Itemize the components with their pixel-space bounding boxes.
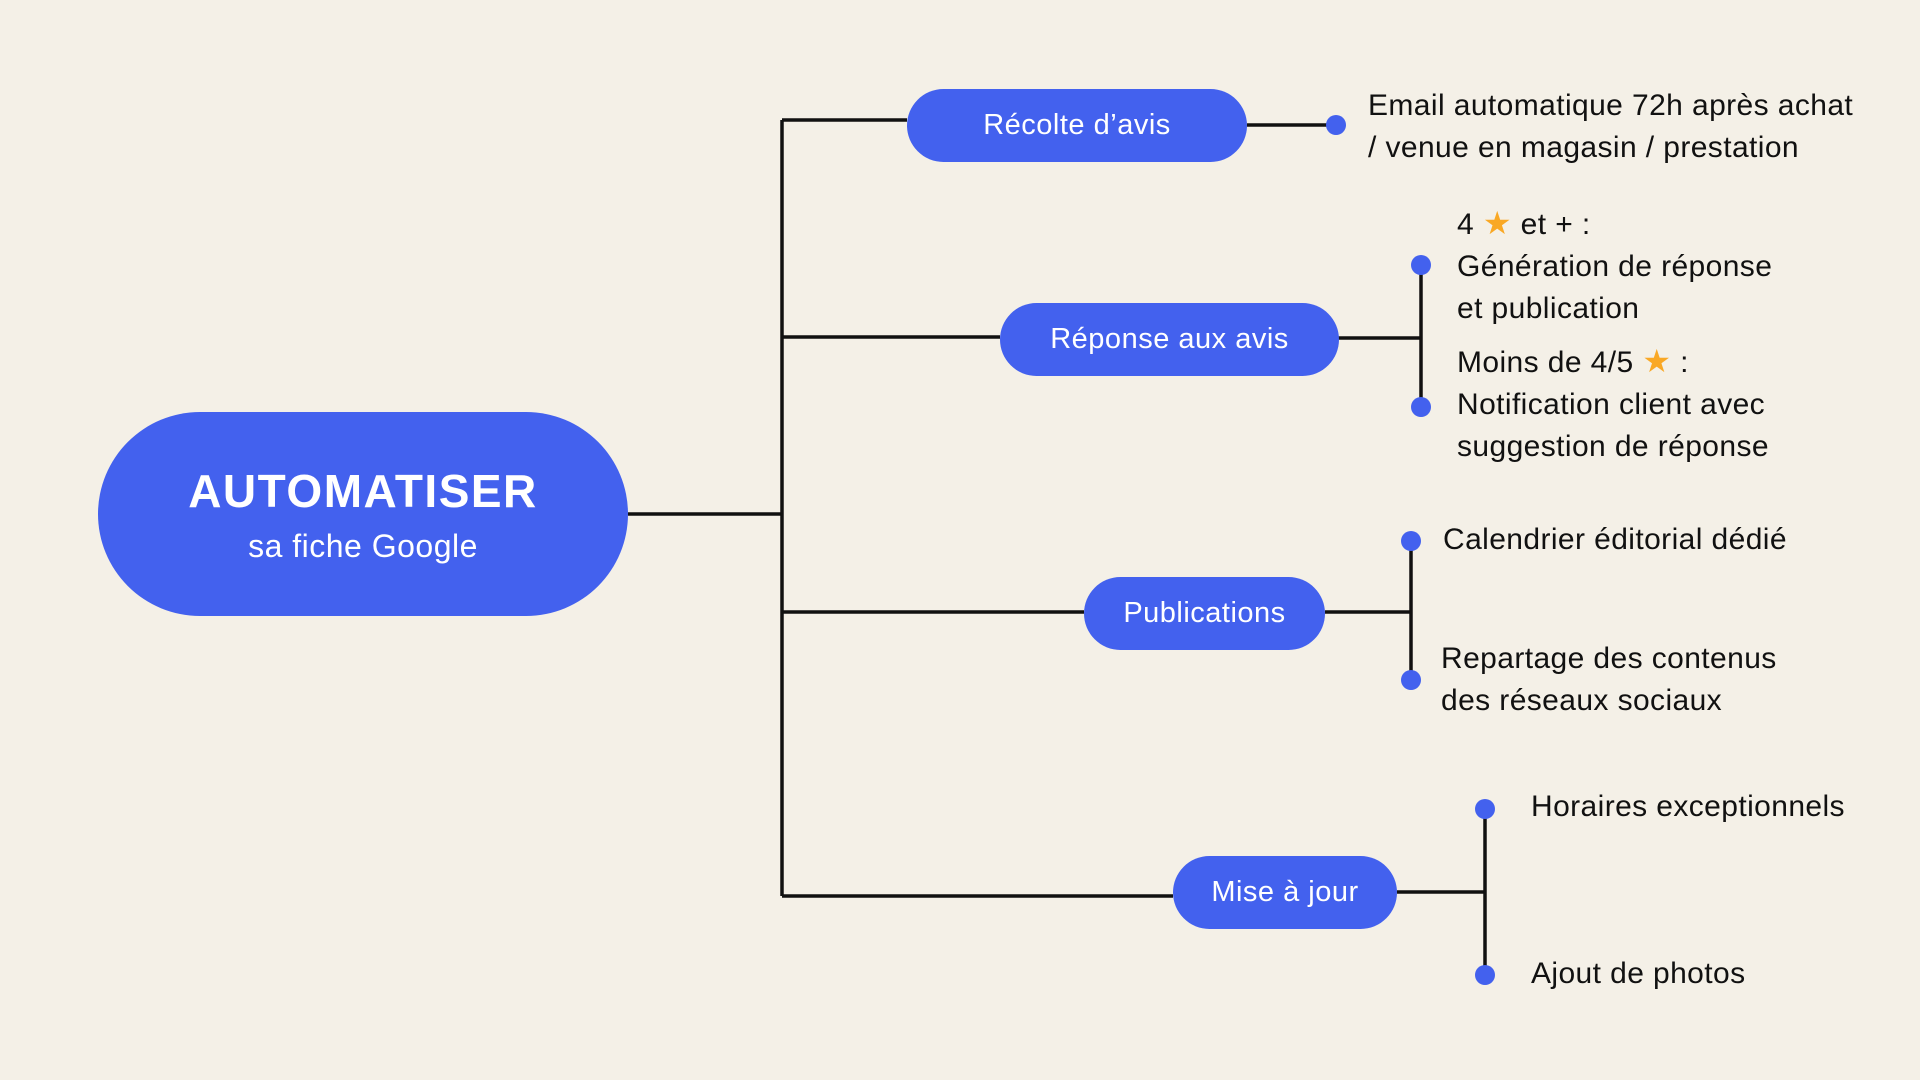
root-title: AUTOMATISER bbox=[188, 464, 538, 517]
branch-label: Réponse aux avis bbox=[1050, 323, 1289, 355]
branch-label: Récolte d’avis bbox=[983, 109, 1171, 141]
root-subtitle: sa fiche Google bbox=[248, 527, 478, 564]
leaf-dot bbox=[1411, 255, 1431, 275]
leaf-line: des réseaux sociaux bbox=[1441, 684, 1723, 717]
branch-node-mise-a-jour: Mise à jour bbox=[1173, 856, 1397, 929]
leaf-dot bbox=[1401, 670, 1421, 690]
leaf-line: Ajout de photos bbox=[1531, 957, 1746, 990]
leaf-line: Notification client avec bbox=[1457, 388, 1766, 421]
leaf-line: Email automatique 72h après achat bbox=[1368, 89, 1854, 122]
leaf-dot bbox=[1401, 531, 1421, 551]
leaf-ajout-photos: Ajout de photos bbox=[1531, 953, 1746, 995]
star-icon: ★ bbox=[1642, 343, 1672, 379]
leaf-dot bbox=[1475, 965, 1495, 985]
leaf-calendrier: Calendrier éditorial dédié bbox=[1443, 519, 1787, 561]
leaf-line: / venue en magasin / prestation bbox=[1368, 131, 1799, 164]
leaf-repartage: Repartage des contenus des réseaux socia… bbox=[1441, 638, 1777, 722]
star-icon: ★ bbox=[1482, 205, 1512, 241]
leaf-dot bbox=[1411, 397, 1431, 417]
leaf-line: Repartage des contenus bbox=[1441, 642, 1777, 675]
leaf-line: Horaires exceptionnels bbox=[1531, 790, 1845, 823]
leaf-dot bbox=[1475, 799, 1495, 819]
leaf-line: suggestion de réponse bbox=[1457, 430, 1769, 463]
leaf-line: et publication bbox=[1457, 292, 1640, 325]
leaf-4-etoiles: 4 ★ et + : Génération de réponse et publ… bbox=[1457, 202, 1772, 330]
leaf-line: Calendrier éditorial dédié bbox=[1443, 523, 1787, 556]
branch-node-reponse: Réponse aux avis bbox=[1000, 303, 1339, 376]
leaf-horaires: Horaires exceptionnels bbox=[1531, 786, 1845, 828]
root-node: AUTOMATISER sa fiche Google bbox=[98, 412, 628, 616]
leaf-line: Génération de réponse bbox=[1457, 250, 1773, 283]
leaf-line: Moins de 4/5 ★ : bbox=[1457, 343, 1689, 379]
branch-label: Publications bbox=[1123, 597, 1286, 629]
leaf-dot bbox=[1326, 115, 1346, 135]
leaf-email-automatique: Email automatique 72h après achat / venu… bbox=[1368, 85, 1853, 169]
branch-label: Mise à jour bbox=[1211, 876, 1359, 908]
branch-node-publications: Publications bbox=[1084, 577, 1325, 650]
leaf-line: 4 ★ et + : bbox=[1457, 205, 1591, 241]
leaf-moins-de-4-5: Moins de 4/5 ★ : Notification client ave… bbox=[1457, 340, 1769, 468]
branch-node-recolte: Récolte d’avis bbox=[907, 89, 1247, 162]
